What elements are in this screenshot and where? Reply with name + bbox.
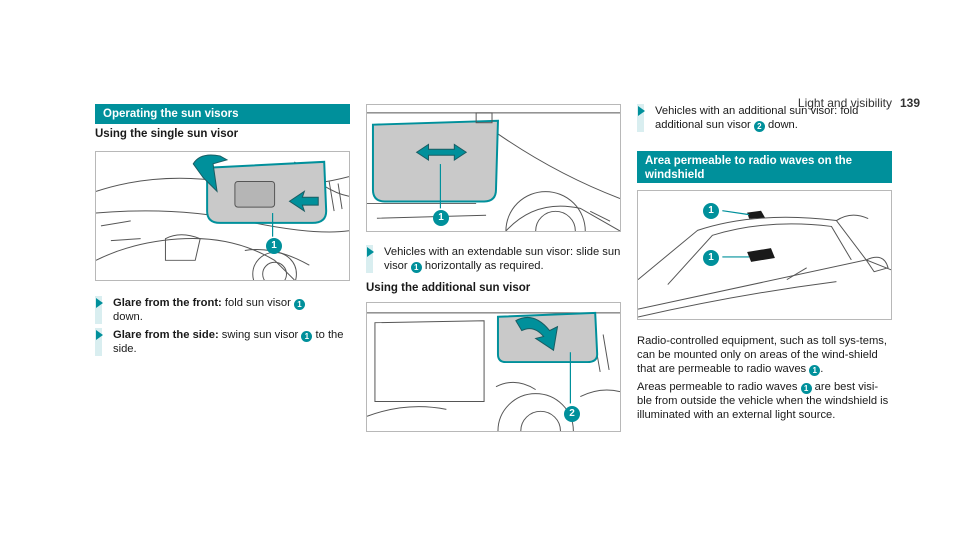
callout-marker-icon: 1 <box>800 383 812 394</box>
step-additional-visor: Vehicles with an additional sun visor: f… <box>637 104 892 132</box>
step-extendable-visor: Vehicles with an extendable sun visor: s… <box>366 245 621 273</box>
callout-marker-icon: 1 <box>703 203 719 219</box>
section-title: Light and visibility <box>797 96 892 110</box>
section-heading-radio-area: Area permeable to radio waves on the win… <box>637 151 892 183</box>
section-heading-sun-visors: Operating the sun visors <box>95 104 350 125</box>
subheading-single-visor: Using the single sun visor <box>95 128 239 140</box>
callout-marker-icon: 1 <box>293 299 305 310</box>
step-bar <box>95 296 102 324</box>
callout-marker-icon: 1 <box>266 238 282 254</box>
callout-marker-icon: 1 <box>703 250 719 266</box>
page-header: Light and visibility 139 <box>798 96 920 110</box>
step-bar <box>95 328 102 356</box>
page-number: 139 <box>899 96 920 110</box>
paragraph-radio-equipment: Radio-controlled equipment, such as toll… <box>637 335 887 376</box>
illustration-extendable-visor: 1 <box>366 104 621 232</box>
callout-marker-icon: 1 <box>410 262 422 273</box>
sun-visor-shape <box>371 119 499 203</box>
arrow-right-icon <box>96 298 103 308</box>
illustration-windshield: 1 1 <box>637 190 892 320</box>
paragraph-visibility: Areas permeable to radio waves 1 are bes… <box>637 381 889 421</box>
callout-marker-icon: 2 <box>564 406 580 422</box>
callout-marker-icon: 2 <box>753 121 765 132</box>
arrow-right-icon <box>638 106 645 116</box>
step-glare-side: Glare from the side: swing sun visor 1 t… <box>95 328 350 356</box>
subheading-additional-visor: Using the additional sun visor <box>366 282 531 294</box>
callout-marker-icon: 1 <box>433 210 449 226</box>
illustration-additional-visor: 2 <box>366 302 621 432</box>
arrow-right-icon <box>367 247 374 257</box>
arrow-right-icon <box>96 330 103 340</box>
callout-marker-icon: 1 <box>809 365 821 376</box>
step-bar <box>637 104 644 132</box>
illustration-single-visor: 1 <box>95 151 350 281</box>
callout-marker-icon: 1 <box>301 331 313 342</box>
step-bar <box>366 245 373 273</box>
